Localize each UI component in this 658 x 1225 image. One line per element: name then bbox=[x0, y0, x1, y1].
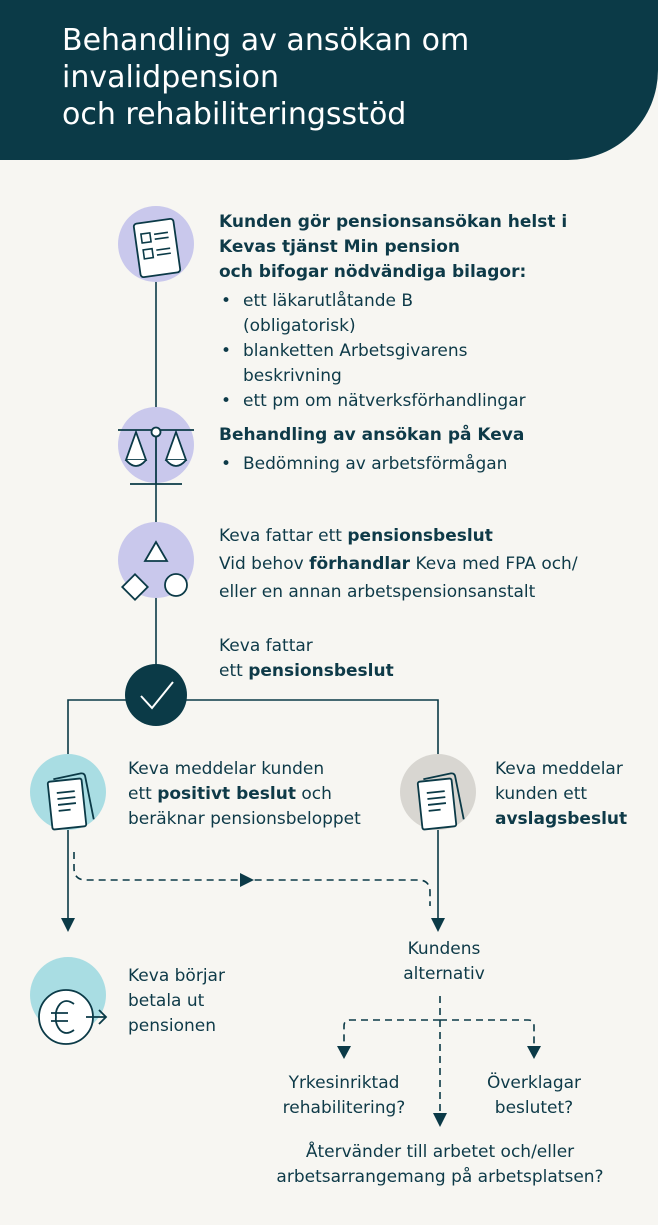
branch-left-connector bbox=[67, 699, 126, 930]
text-fragment-bold: pensionsbeslut bbox=[347, 526, 493, 546]
title-line: invalidpension bbox=[62, 60, 280, 95]
rehab-line: Yrkesinriktad bbox=[288, 1073, 400, 1093]
title-line: och rehabiliteringsstöd bbox=[62, 97, 407, 132]
application-attachments-list: ett läkarutlåtande B (obligatorisk) blan… bbox=[219, 289, 529, 414]
application-step-text: Kunden gör pensionsansökan helst i Kevas… bbox=[219, 210, 639, 414]
processing-step-text: Behandling av ansökan på Keva Bedömning … bbox=[219, 423, 639, 477]
rejection-line: kunden ett bbox=[495, 784, 588, 804]
rehab-line: rehabilitering? bbox=[282, 1098, 406, 1118]
text-fragment: Vid behov bbox=[219, 554, 310, 574]
title-line: Behandling av ansökan om bbox=[62, 23, 470, 58]
processing-list: Bedömning av arbetsförmågan bbox=[219, 452, 639, 477]
checkmark-icon bbox=[125, 664, 187, 726]
decision-line: Keva fattar bbox=[219, 636, 313, 656]
text-fragment: Keva med FPA och/ bbox=[410, 554, 578, 574]
arrow-down-appeal bbox=[527, 1046, 541, 1059]
arrow-down-return bbox=[433, 1113, 447, 1127]
page-title: Behandling av ansökan om invalidpension … bbox=[62, 22, 469, 133]
list-item: ett pm om nätverksförhandlingar bbox=[219, 389, 529, 414]
euro-arrow-icon bbox=[30, 957, 108, 1045]
decision-step-text: Keva fattar ett pensionsbeslut bbox=[219, 634, 519, 684]
payment-text: Keva börjar betala ut pensionen bbox=[128, 964, 328, 1039]
text-fragment: ett bbox=[128, 784, 158, 804]
payment-line: Keva börjar bbox=[128, 966, 225, 986]
positive-line: beräknar pensionsbeloppet bbox=[128, 809, 361, 829]
positive-decision-text: Keva meddelar kunden ett positivt beslut… bbox=[128, 757, 398, 832]
form-document-icon bbox=[118, 206, 194, 282]
negotiation-line: Vid behov förhandlar Keva med FPA och/ bbox=[219, 550, 639, 578]
options-title: Kundens alternativ bbox=[370, 937, 518, 987]
appeal-option: Överklagar beslutet? bbox=[464, 1071, 604, 1121]
arrow-right-dashed bbox=[240, 873, 254, 887]
list-item: ett läkarutlåtande B (obligatorisk) bbox=[219, 289, 529, 339]
application-heading-line: Kunden gör pensionsansökan helst i bbox=[219, 212, 568, 232]
rejection-decision-text: Keva meddelar kunden ett avslagsbeslut bbox=[495, 757, 655, 832]
text-fragment-bold: pensionsbeslut bbox=[248, 661, 394, 681]
scales-icon bbox=[118, 407, 194, 485]
application-heading-line: och bifogar nödvändiga bilagor: bbox=[219, 262, 527, 282]
document-stack-icon bbox=[400, 754, 476, 831]
decision-line: ett pensionsbeslut bbox=[219, 659, 519, 684]
negotiation-line: eller en annan arbetspensionsanstalt bbox=[219, 582, 536, 602]
payment-line: pensionen bbox=[128, 1016, 217, 1036]
return-to-work-option: Återvänder till arbetet och/eller arbets… bbox=[238, 1140, 642, 1190]
processing-heading: Behandling av ansökan på Keva bbox=[219, 425, 525, 445]
negotiation-line: Keva fattar ett pensionsbeslut bbox=[219, 522, 639, 550]
positive-line: Keva meddelar kunden bbox=[128, 759, 325, 779]
arrow-down-rehab bbox=[337, 1046, 351, 1059]
arrow-down-left bbox=[61, 918, 75, 932]
options-dashed-tree bbox=[343, 996, 535, 1114]
list-item: blanketten Arbetsgivarens beskrivning bbox=[219, 339, 529, 389]
text-fragment: Keva fattar ett bbox=[219, 526, 348, 546]
options-title-line: alternativ bbox=[403, 964, 485, 984]
options-title-line: Kundens bbox=[407, 939, 481, 959]
return-line: arbetsarrangemang på arbetsplatsen? bbox=[276, 1167, 604, 1187]
text-fragment: ett bbox=[219, 661, 249, 681]
arrow-down-right bbox=[431, 918, 445, 932]
shapes-icon bbox=[118, 522, 194, 602]
return-line: Återvänder till arbetet och/eller bbox=[305, 1142, 575, 1162]
text-fragment-bold: positivt beslut bbox=[157, 784, 296, 804]
negotiation-step-text: Keva fattar ett pensionsbeslut Vid behov… bbox=[219, 522, 639, 606]
appeal-line: Överklagar bbox=[486, 1073, 582, 1093]
document-stack-icon bbox=[30, 754, 106, 831]
appeal-line: beslutet? bbox=[494, 1098, 574, 1118]
text-fragment-bold: förhandlar bbox=[309, 554, 411, 574]
header-banner: Behandling av ansökan om invalidpension … bbox=[0, 0, 658, 160]
application-heading-line: Kevas tjänst Min pension bbox=[219, 237, 460, 257]
payment-line: betala ut bbox=[128, 991, 205, 1011]
text-fragment: och bbox=[295, 784, 332, 804]
list-item: Bedömning av arbetsförmågan bbox=[219, 452, 639, 477]
positive-line: ett positivt beslut och bbox=[128, 782, 398, 807]
rejection-line: Keva meddelar bbox=[495, 759, 623, 779]
branch-right-connector bbox=[186, 699, 439, 930]
rehab-option: Yrkesinriktad rehabilitering? bbox=[264, 1071, 424, 1121]
rejection-line-bold: avslagsbeslut bbox=[495, 809, 628, 829]
